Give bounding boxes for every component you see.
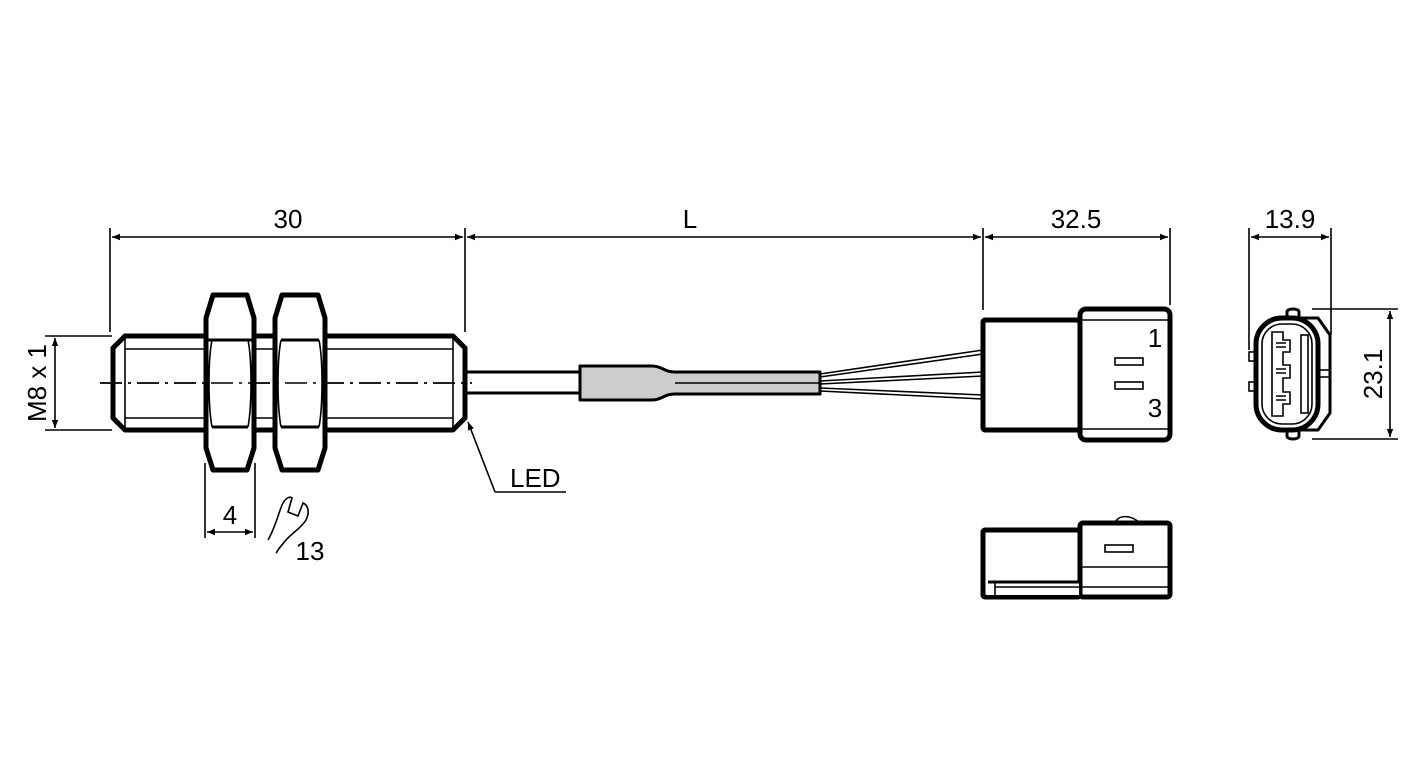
- dim-sensor-length: 30: [274, 204, 303, 234]
- dim-connector-length: 32.5: [1051, 204, 1102, 234]
- connector-bottom-view: [980, 515, 1173, 600]
- led-leader: [467, 421, 496, 493]
- dim-nut-width: 4: [223, 500, 237, 530]
- pin-3-label: 3: [1148, 393, 1162, 423]
- dim-wrench-size: 13: [296, 536, 325, 566]
- dim-thread: M8 x 1: [22, 344, 52, 422]
- cable: [467, 349, 984, 402]
- wrench-icon: [267, 496, 309, 554]
- dimension-lines: [45, 228, 1398, 538]
- pin-1-label: 1: [1148, 323, 1162, 353]
- dim-cable-length: L: [683, 204, 697, 234]
- led-label: LED: [510, 463, 561, 493]
- connector-side-view: [980, 306, 1173, 443]
- connector-front-view: [1248, 307, 1332, 441]
- dim-connector-height: 23.1: [1358, 349, 1388, 400]
- dim-connector-width: 13.9: [1265, 204, 1316, 234]
